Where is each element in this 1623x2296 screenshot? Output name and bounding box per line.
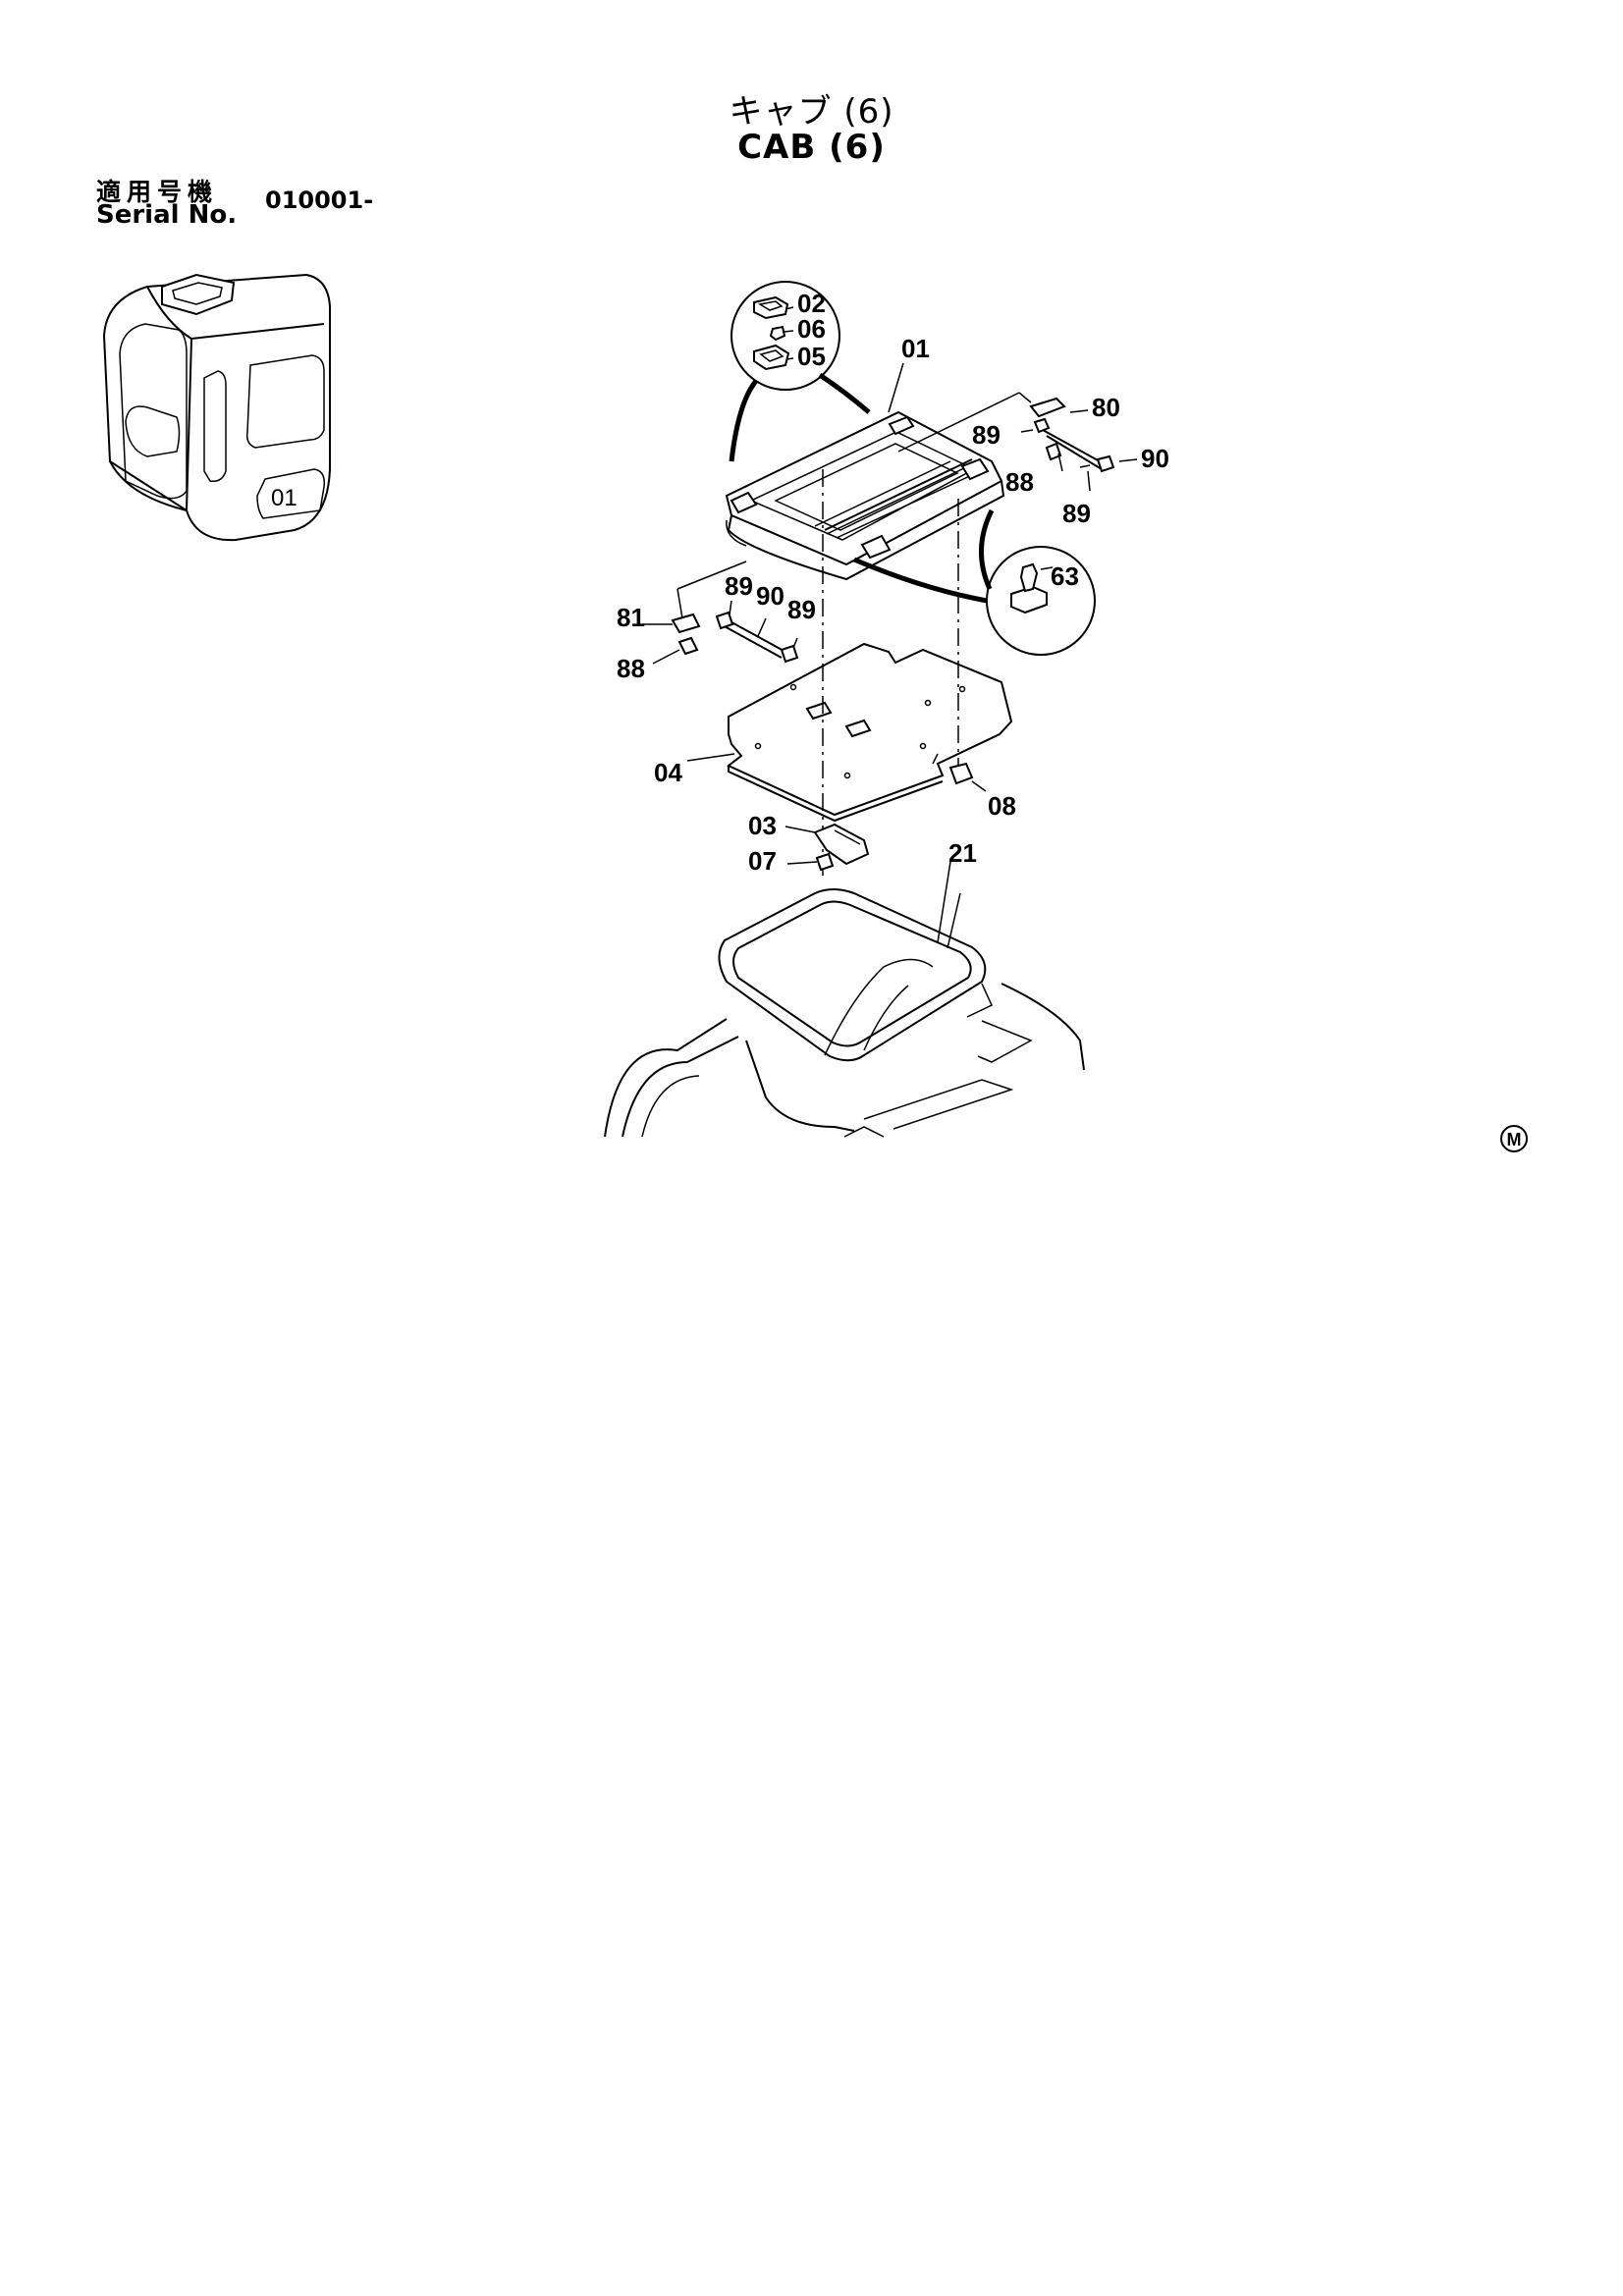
cab-roof-outline [604,958,1085,1138]
part-label-89-top: 89 [972,420,1001,450]
part-08-nut [948,762,987,792]
part-label-80: 80 [1092,393,1120,422]
leader-21 [947,892,961,949]
part-label-06: 06 [797,314,826,344]
part-81-shape [671,613,701,634]
leader-01 [888,362,904,413]
headliner-panel [686,642,1013,823]
part-label-88-right: 88 [1005,467,1034,497]
cab-locator-thumbnail: 01 [102,273,331,542]
part-80-shape [1029,397,1066,418]
manual-mark: M [1500,1125,1528,1152]
part-label-89-right: 89 [1062,499,1091,528]
part-04-tab-a [805,701,833,721]
part-label-63: 63 [1051,561,1079,591]
part-label-88-left: 88 [617,654,645,683]
part-label-21: 21 [948,838,977,868]
gas-strut-right [897,392,1138,492]
part-label-01: 01 [901,334,930,363]
part-63-bolt [1019,562,1039,593]
part-label-08: 08 [988,791,1016,821]
part-label-90-right: 90 [1141,444,1169,473]
detail-circle-right [853,508,1096,656]
serial-value: 010001- [265,187,374,214]
part-label-90-left: 90 [756,581,784,611]
part-label-81: 81 [617,603,645,632]
part-label-05: 05 [797,342,826,371]
part-21-seal [718,861,987,1062]
part-label-04: 04 [654,758,682,787]
page-title-japanese: キャブ (6) [729,92,894,132]
part-06-shape [769,325,786,342]
part-90-shape [1096,454,1115,473]
part-label-02: 02 [797,289,826,318]
part-04-tab-b [844,719,872,738]
part-88-shape [1045,442,1062,461]
part-label-03: 03 [748,811,777,840]
part-02-shape [753,295,789,320]
roof-hatch-assembly [725,410,1005,581]
manual-mark-letter: M [1507,1130,1522,1149]
part-05-shape [753,344,790,371]
locator-label: 01 [271,485,298,511]
part-07-screw [786,852,835,872]
part-88-left-shape [677,636,699,656]
gas-strut-left [643,561,799,665]
part-03-grab-handle [784,823,870,866]
part-label-89-left: 89 [725,571,753,601]
serial-label: Serial No. [96,200,238,230]
part-label-07: 07 [748,846,777,876]
part-label-89-left-2: 89 [787,595,816,624]
detail-circle-top [729,281,871,462]
page-title: CAB (6) [737,128,886,167]
part-89-shape [1033,417,1051,434]
serial-label-japanese: 適用号機 [96,178,219,206]
